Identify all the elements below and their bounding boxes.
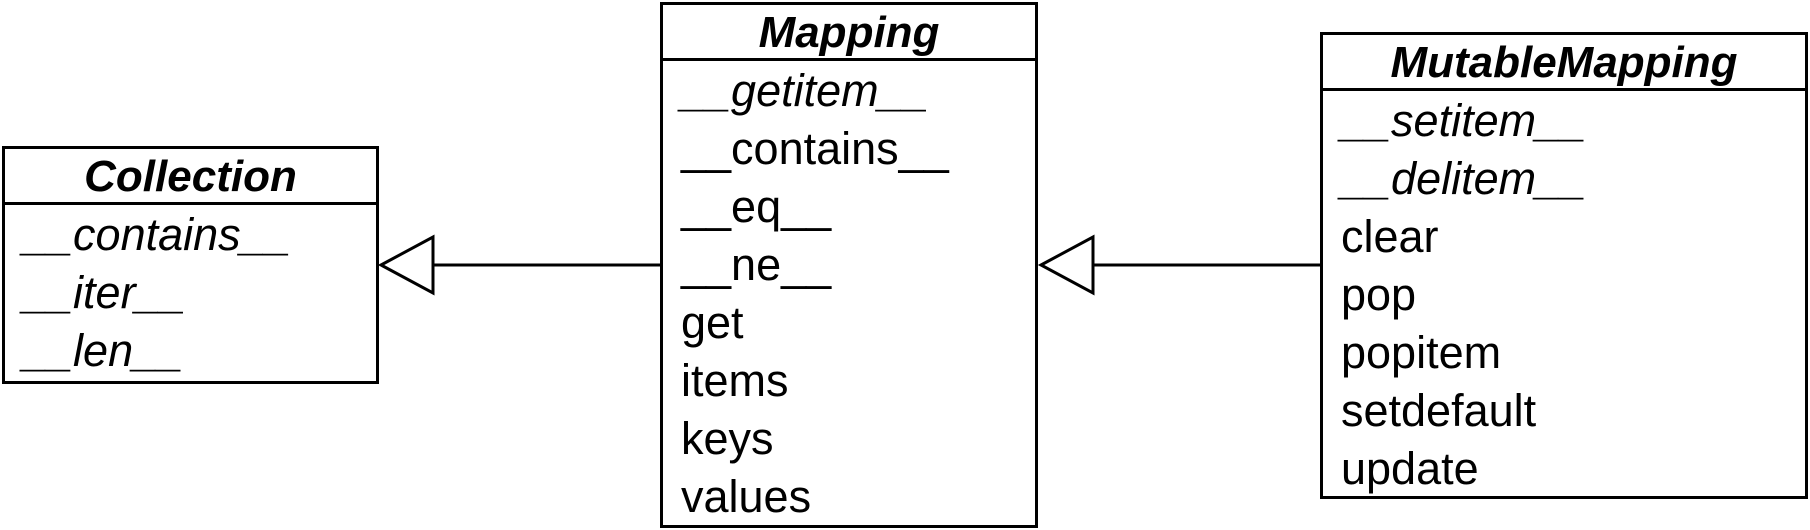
method-list: __getitem__ __contains__ __eq__ __ne__ g… [663,61,1035,526]
method-item: setdefault [1341,385,1537,436]
method-item: clear [1341,211,1439,262]
class-mapping: Mapping __getitem__ __contains__ __eq__ … [660,2,1038,528]
class-title: Mapping [663,5,1035,61]
method-item: pop [1341,269,1417,320]
method-item: __contains__ [681,123,949,174]
method-list: __setitem__ __delitem__ clear pop popite… [1323,91,1805,498]
method-item: __eq__ [681,181,832,232]
method-item: keys [681,413,774,464]
method-item: __delitem__ [1341,153,1587,204]
class-title: MutableMapping [1323,35,1805,91]
method-item: __setitem__ [1341,95,1587,146]
class-mutablemapping: MutableMapping __setitem__ __delitem__ c… [1320,32,1808,499]
method-item: __ne__ [681,239,832,290]
method-item: __iter__ [23,267,186,318]
method-item: values [681,471,812,522]
method-item: __len__ [23,325,184,376]
method-item: items [681,355,789,406]
mapping-to-collection-arrowhead [377,234,435,296]
class-title: Collection [5,149,376,205]
class-collection: Collection __contains__ __iter__ __len__ [2,146,379,384]
method-item: __contains__ [23,209,291,260]
method-list: __contains__ __iter__ __len__ [5,205,376,380]
method-item: update [1341,443,1479,494]
method-item: get [681,297,744,348]
method-item: __getitem__ [681,65,929,116]
mutablemapping-to-mapping-arrowhead [1037,234,1095,296]
method-item: popitem [1341,327,1502,378]
